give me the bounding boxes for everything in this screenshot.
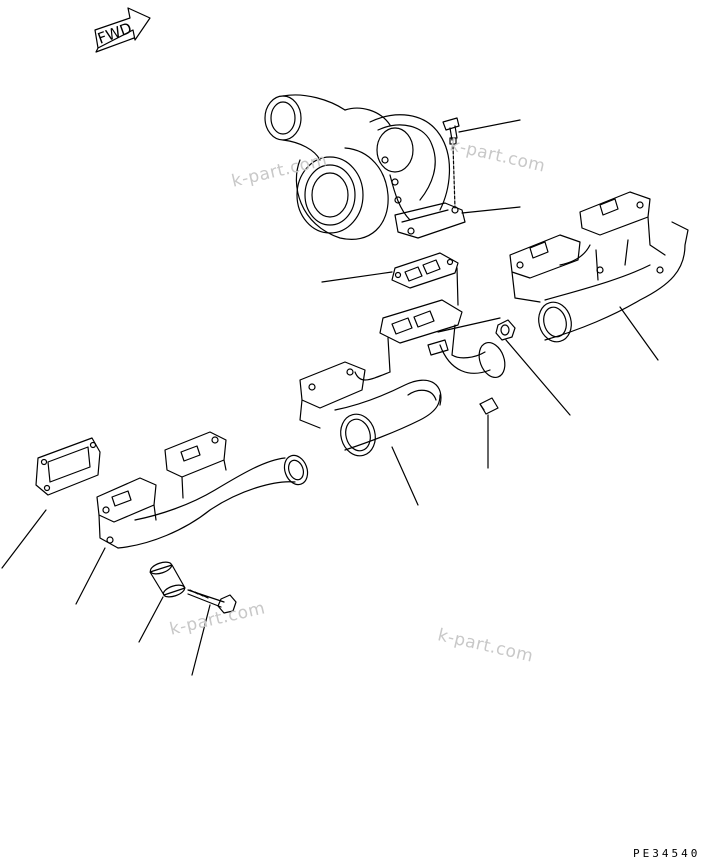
leader-line	[462, 207, 520, 213]
fwd-label: FWD	[95, 19, 134, 48]
bolt	[188, 590, 236, 613]
fwd-arrow-icon: FWD	[95, 8, 150, 52]
leader-line	[457, 268, 458, 305]
leader-line	[2, 510, 46, 568]
turbo-gasket	[392, 253, 458, 288]
plug-fitting	[480, 398, 498, 414]
front-gasket	[36, 438, 100, 495]
leader-line	[506, 340, 570, 415]
leader-line	[438, 318, 500, 332]
nut	[496, 320, 515, 340]
leader-line	[392, 447, 418, 505]
turbocharger	[265, 95, 465, 239]
drawing-code: PE34540	[633, 847, 701, 860]
leader-line	[139, 597, 163, 642]
leader-line	[620, 307, 658, 360]
rear-exhaust-manifold	[510, 192, 688, 345]
leader-line	[459, 120, 520, 132]
spacer-sleeve	[149, 560, 186, 599]
center-exhaust-manifold	[300, 300, 509, 460]
front-exhaust-manifold	[97, 432, 311, 548]
leader-line	[192, 605, 210, 675]
leader-line	[322, 272, 392, 282]
leader-line	[76, 548, 105, 604]
